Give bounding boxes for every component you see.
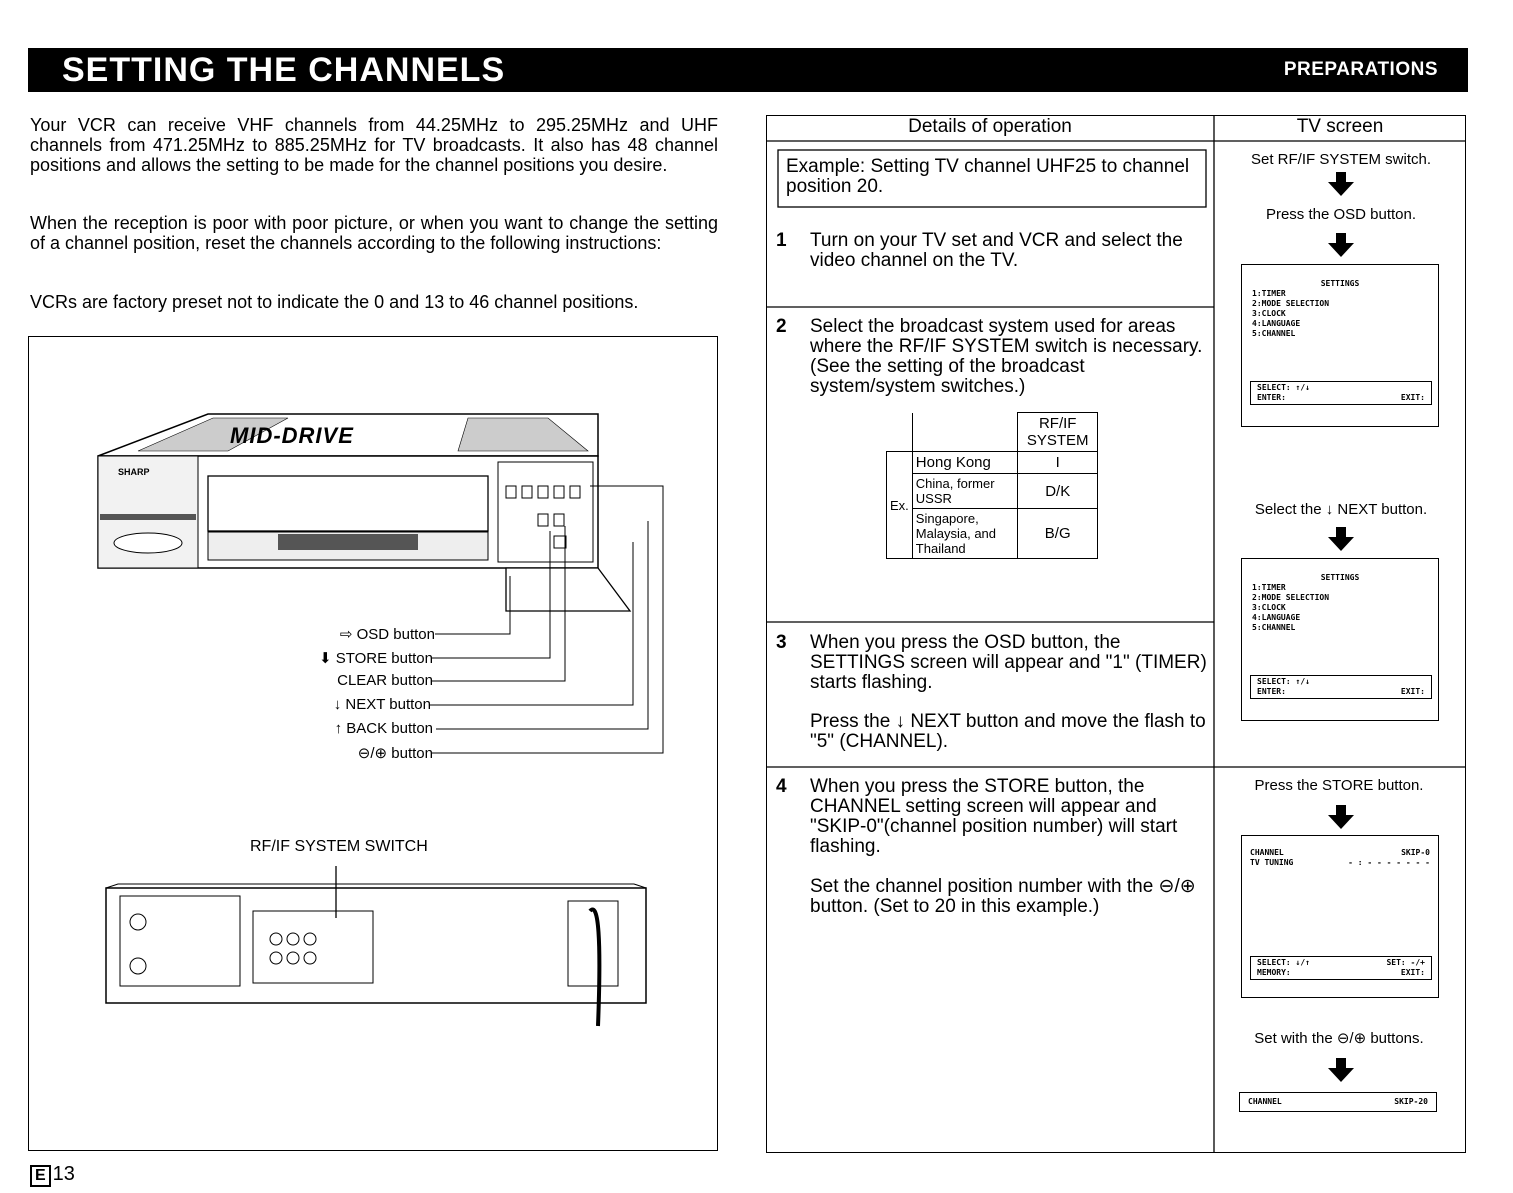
menu-item: 4:LANGUAGE bbox=[1252, 319, 1301, 328]
brand-label: SHARP bbox=[118, 467, 150, 477]
model-logo: MID-DRIVE bbox=[230, 423, 354, 448]
system-cell: I bbox=[1017, 451, 1098, 474]
memory-hint: MEMORY: bbox=[1257, 968, 1291, 977]
final-skip: SKIP-20 bbox=[1394, 1097, 1428, 1106]
section-label: PREPARATIONS bbox=[1283, 59, 1438, 80]
down-arrow-icon bbox=[1216, 233, 1466, 262]
menu-item: 1:TIMER bbox=[1252, 289, 1286, 298]
menu-item: 3:CLOCK bbox=[1252, 603, 1286, 612]
tv-instruction-1: Set RF/IF SYSTEM switch. bbox=[1250, 151, 1432, 168]
rfif-header: RF/IF SYSTEM bbox=[1017, 412, 1098, 452]
tv-instruction-5: Set with the ⊖/⊕ buttons. bbox=[1254, 1030, 1424, 1047]
area-cell: China, former USSR bbox=[911, 473, 1019, 509]
settings-title: SETTINGS bbox=[1320, 573, 1360, 582]
system-cell: D/K bbox=[1017, 473, 1098, 509]
step-4-text: When you press the STORE button, the CHA… bbox=[810, 776, 1178, 857]
menu-item: 2:MODE SELECTION bbox=[1252, 299, 1330, 308]
intro-paragraph-1: Your VCR can receive VHF channels from 4… bbox=[30, 115, 718, 175]
menu-item: 3:CLOCK bbox=[1252, 309, 1286, 318]
step-2-text: Select the broadcast system used for are… bbox=[810, 316, 1203, 397]
tv-tuning-label: TV TUNING bbox=[1250, 858, 1294, 867]
down-arrow-icon bbox=[1216, 527, 1466, 556]
exit-hint: EXIT: bbox=[1400, 687, 1425, 696]
menu-item: 1:TIMER bbox=[1252, 583, 1286, 592]
tv-instruction-2: Press the OSD button. bbox=[1265, 206, 1417, 223]
figure-box bbox=[28, 336, 718, 1151]
channel-skip: SKIP-0 bbox=[1401, 848, 1430, 857]
next-button-label: ↓ NEXT button bbox=[333, 696, 431, 713]
area-cell: Singapore, Malaysia, and Thailand bbox=[911, 508, 1019, 559]
down-arrow-icon: ↓ bbox=[333, 696, 346, 713]
select-hint: SELECT: ↑/↓ bbox=[1257, 677, 1310, 686]
table-grid bbox=[766, 115, 1466, 1153]
system-cell: B/G bbox=[1017, 508, 1098, 559]
tv-instruction-3: Select the ↓ NEXT button. bbox=[1254, 501, 1428, 518]
step-number-1: 1 bbox=[776, 230, 787, 251]
down-arrow-icon bbox=[1216, 172, 1466, 201]
exit-hint: EXIT: bbox=[1400, 393, 1425, 402]
step-number-4: 4 bbox=[776, 776, 787, 797]
step-number-3: 3 bbox=[776, 632, 787, 653]
down-arrow-icon bbox=[1216, 1058, 1466, 1087]
settings-screen-2: SETTINGS 1:TIMER 2:MODE SELECTION 3:CLOC… bbox=[1241, 558, 1439, 721]
channel-title: CHANNEL bbox=[1248, 1097, 1282, 1106]
minus-plus-button-label: ⊖/⊕ button bbox=[357, 745, 433, 762]
area-cell: Hong Kong bbox=[911, 451, 1019, 474]
column-details-header: Details of operation bbox=[908, 116, 1072, 137]
vcr-illustration bbox=[97, 413, 664, 1027]
title-bar: SETTING THE CHANNELS PREPARATIONS bbox=[28, 48, 1468, 92]
select-hint: SELECT: ↓/↑ bbox=[1257, 958, 1310, 967]
settings-screen-1: SETTINGS 1:TIMER 2:MODE SELECTION 3:CLOC… bbox=[1241, 264, 1439, 427]
store-icon: ⬇ bbox=[318, 650, 336, 667]
osd-button-label: ⇨ OSD button bbox=[339, 626, 435, 643]
tv-instruction-4: Press the STORE button. bbox=[1254, 777, 1424, 794]
channel-title: CHANNEL bbox=[1250, 848, 1284, 857]
enter-hint: ENTER: bbox=[1257, 687, 1286, 696]
osd-icon: ⇨ bbox=[339, 626, 357, 643]
exit-hint: EXIT: bbox=[1400, 968, 1425, 977]
page-title: SETTING THE CHANNELS bbox=[62, 51, 506, 89]
back-button-label: ↑ BACK button bbox=[334, 720, 433, 737]
step-1-text: Turn on your TV set and VCR and select t… bbox=[810, 230, 1183, 271]
down-arrow-icon bbox=[1216, 805, 1466, 834]
step-3-text-2: Press the ↓ NEXT button and move the fla… bbox=[810, 711, 1206, 752]
ex-label: Ex. bbox=[886, 451, 913, 559]
step-number-2: 2 bbox=[776, 316, 787, 337]
menu-item: 5:CHANNEL bbox=[1252, 329, 1296, 338]
channel-screen: CHANNEL SKIP-0 TV TUNING - : - - - - - - -… bbox=[1241, 835, 1439, 998]
minus-plus-icon: ⊖/⊕ bbox=[357, 745, 392, 762]
menu-item: 4:LANGUAGE bbox=[1252, 613, 1301, 622]
final-channel-screen: CHANNEL SKIP-20 bbox=[1239, 1092, 1437, 1112]
settings-title: SETTINGS bbox=[1320, 279, 1360, 288]
column-tv-header: TV screen bbox=[1296, 116, 1384, 137]
language-letter: E bbox=[30, 1165, 51, 1187]
menu-item: 5:CHANNEL bbox=[1252, 623, 1296, 632]
select-hint: SELECT: ↑/↓ bbox=[1257, 383, 1310, 392]
rfif-switch-label: RF/IF SYSTEM SWITCH bbox=[250, 838, 428, 855]
example-text: Example: Setting TV channel UHF25 to cha… bbox=[786, 156, 1190, 197]
rfif-system-table: RF/IF SYSTEM Ex. Hong Kong I China, form… bbox=[886, 412, 1098, 559]
menu-item: 2:MODE SELECTION bbox=[1252, 593, 1330, 602]
tv-tuning-value: - : - - - - - - - bbox=[1348, 858, 1430, 867]
intro-paragraph-3: VCRs are factory preset not to indicate … bbox=[30, 292, 639, 312]
enter-hint: ENTER: bbox=[1257, 393, 1286, 402]
step-4-text-2: Set the channel position number with the… bbox=[810, 876, 1196, 917]
clear-button-label: CLEAR button bbox=[337, 672, 433, 689]
store-button-label: ⬇ STORE button bbox=[318, 650, 433, 667]
step-3-text: When you press the OSD button, the SETTI… bbox=[810, 632, 1207, 693]
intro-paragraph-2: When the reception is poor with poor pic… bbox=[30, 213, 718, 253]
operations-table bbox=[766, 115, 1466, 1153]
up-arrow-icon: ↑ bbox=[334, 720, 347, 737]
set-hint: SET: -/+ bbox=[1386, 958, 1425, 967]
